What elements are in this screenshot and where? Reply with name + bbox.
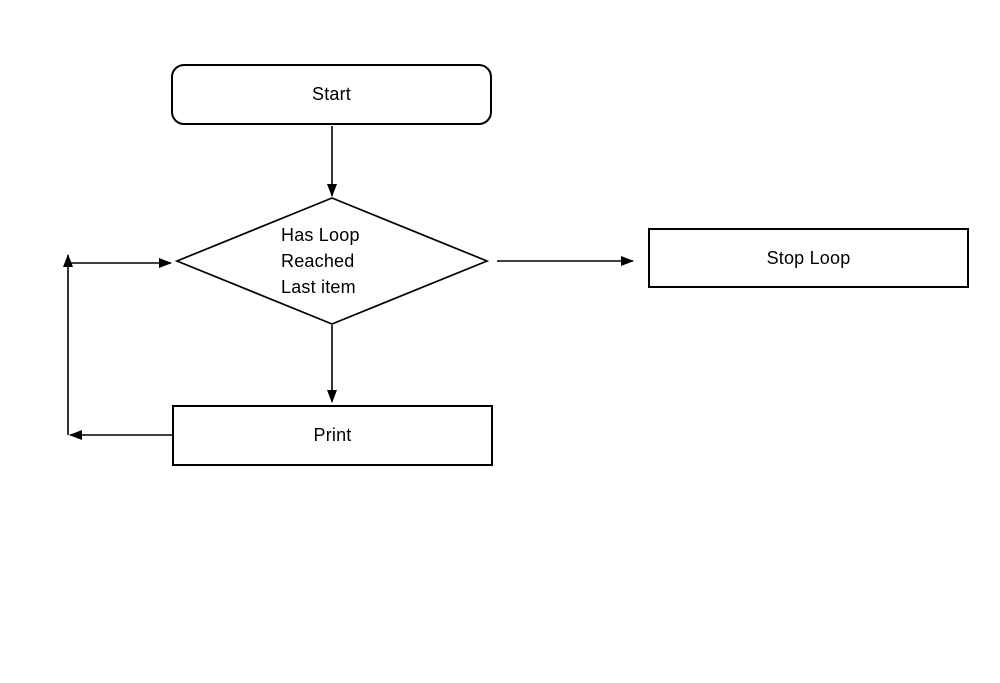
stop-loop-node: Stop Loop: [648, 228, 969, 288]
stop-loop-node-label: Stop Loop: [766, 247, 851, 268]
decision-label-line-3: Last item: [281, 277, 356, 297]
decision-shape: [174, 197, 490, 325]
start-node-label: Start: [311, 84, 351, 104]
decision-label-line-2: Reached: [281, 251, 355, 271]
start-node: Start: [171, 64, 492, 125]
decision-label-line-1: Has Loop: [281, 225, 360, 245]
print-node-label: Print: [313, 425, 352, 445]
decision-node-label: Has Loop Reached Last item: [281, 222, 360, 300]
print-node: Print: [172, 405, 493, 466]
